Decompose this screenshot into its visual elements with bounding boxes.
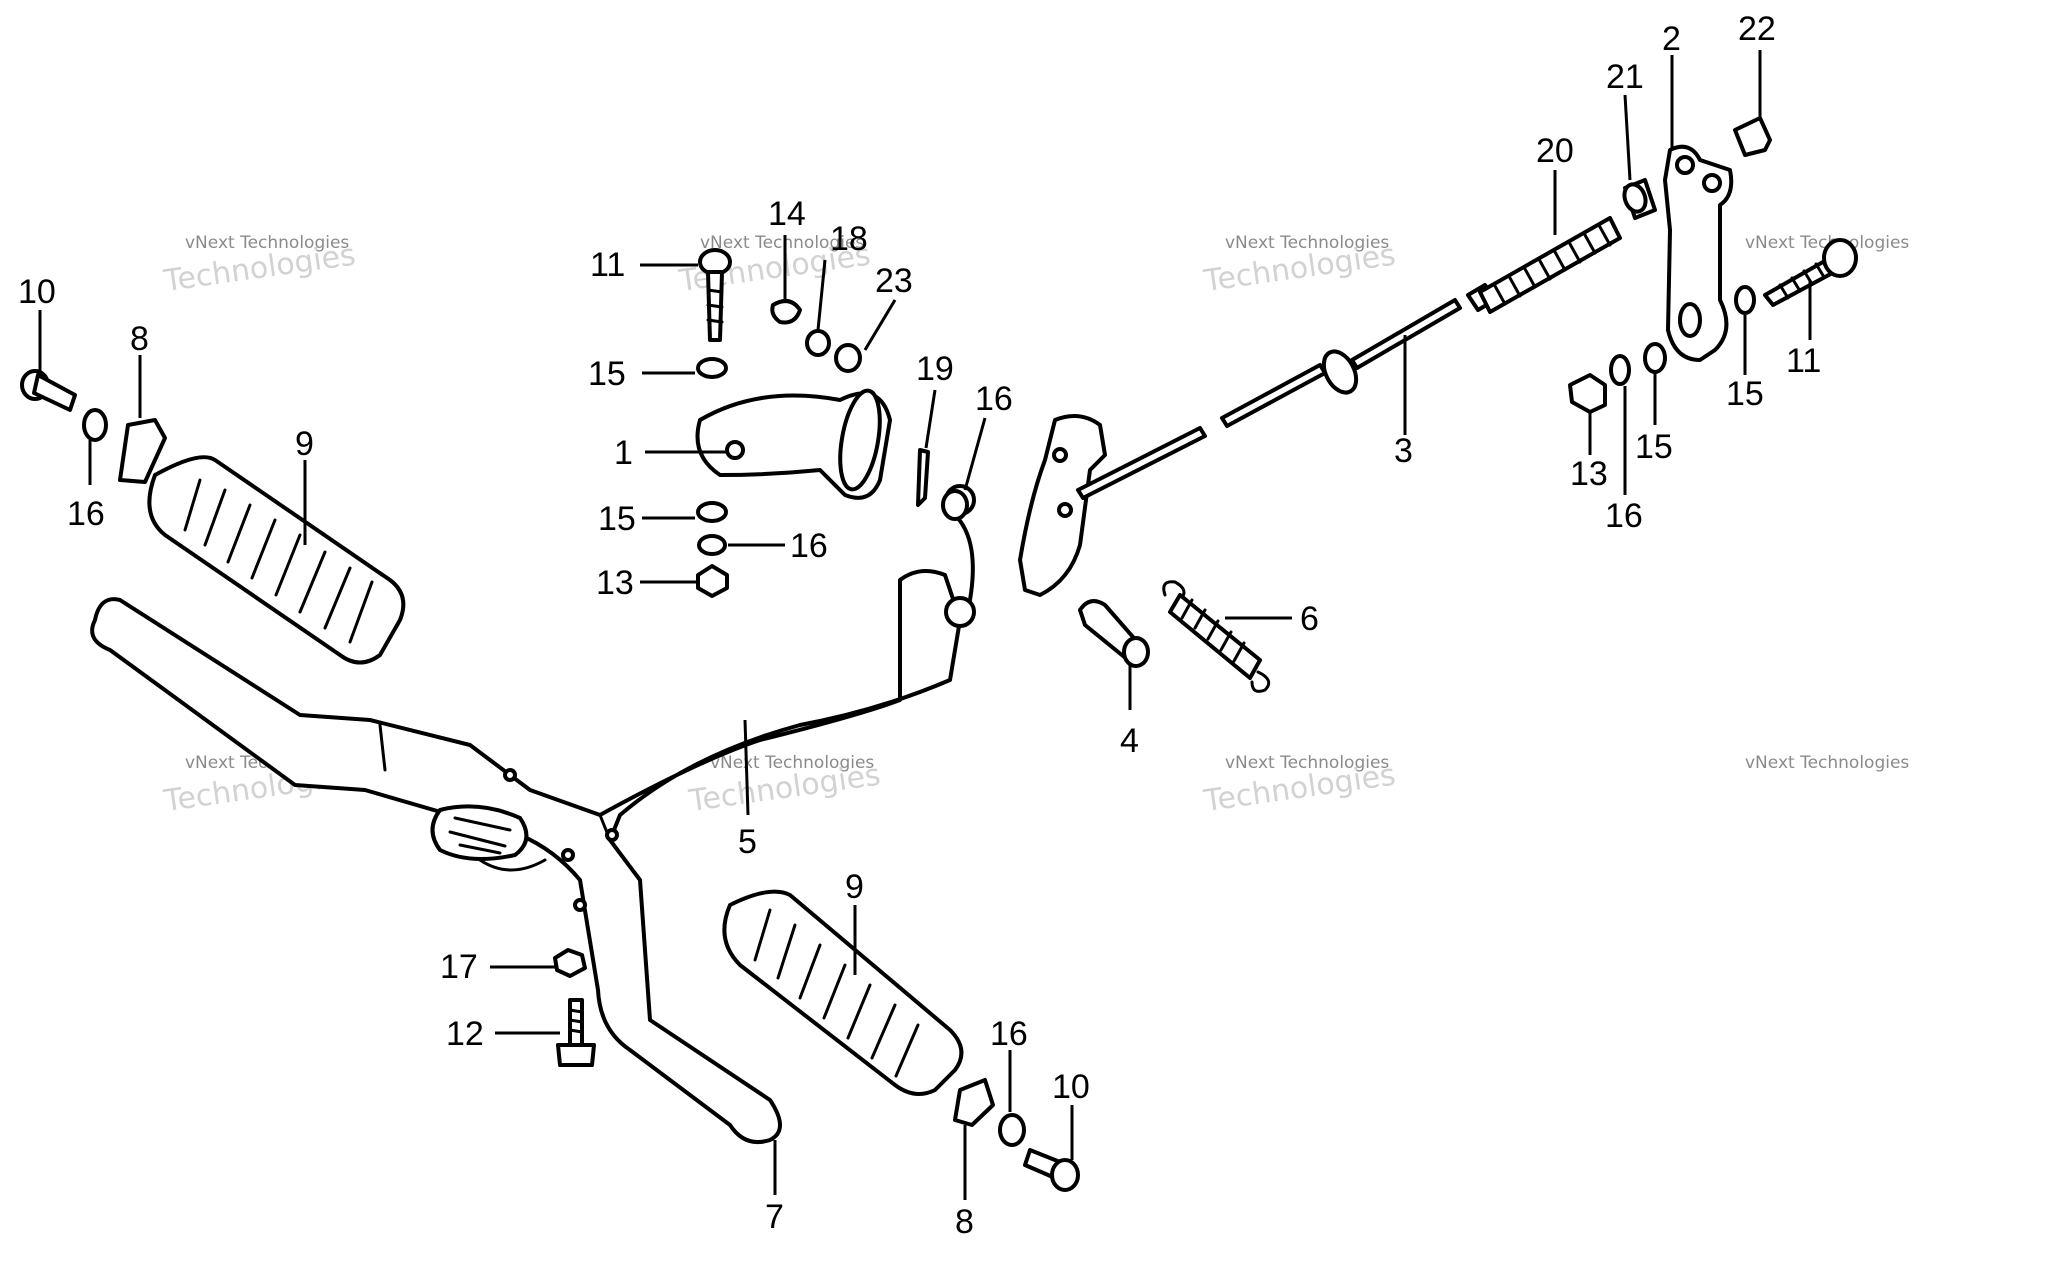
callout-5: 5 xyxy=(738,823,757,861)
callout-13: 13 xyxy=(1570,455,1608,493)
callout-17: 17 xyxy=(440,948,478,986)
cap-nut xyxy=(1733,116,1772,157)
callout-12: 12 xyxy=(446,1015,484,1053)
washer-16-far-left xyxy=(82,408,108,442)
nut-13-right xyxy=(1568,373,1607,414)
brake-rod xyxy=(1076,283,1497,500)
callout-16: 16 xyxy=(67,495,105,533)
washer-15-right-b xyxy=(1643,342,1667,374)
callout-15: 15 xyxy=(598,500,636,538)
bolt-right xyxy=(1763,238,1858,307)
watermark: Technologies vNext Technologies xyxy=(161,233,358,299)
callout-16: 16 xyxy=(990,1015,1028,1053)
callout-18: 18 xyxy=(830,220,868,258)
footpeg-bracket xyxy=(695,388,892,500)
brake-arm xyxy=(1663,144,1734,362)
cotter-pin xyxy=(770,299,802,325)
watermark: vNext Technologies xyxy=(1745,233,1909,253)
washer-16-arm xyxy=(941,489,969,521)
svg-text:vNext Technologies: vNext Technologies xyxy=(1745,233,1909,253)
callout-21: 21 xyxy=(1606,58,1644,96)
bolt-12 xyxy=(556,998,596,1067)
callout-11: 11 xyxy=(1786,342,1821,380)
pivot-plate xyxy=(1018,414,1107,597)
callout-10: 10 xyxy=(1052,1068,1090,1106)
callout-9: 9 xyxy=(295,425,314,463)
bolt-10-right xyxy=(1023,1148,1080,1192)
washer-15-right xyxy=(1734,285,1756,315)
brake-rod-spring xyxy=(1478,216,1622,314)
rod-joint xyxy=(1622,178,1657,220)
callout-10: 10 xyxy=(18,273,56,311)
callout-16: 16 xyxy=(975,380,1013,418)
washer-15-bottom xyxy=(696,501,728,523)
leader-lines xyxy=(38,50,1812,1200)
callout-3: 3 xyxy=(1394,432,1413,470)
callout-16: 16 xyxy=(790,527,828,565)
svg-text:vNext Technologies: vNext Technologies xyxy=(1225,753,1389,773)
callout-7: 7 xyxy=(765,1198,784,1236)
washer-23 xyxy=(834,343,862,373)
callouts: 10 8 16 9 11 14 18 23 15 1 15 16 13 19 1… xyxy=(18,10,1821,1241)
bracket-plate-8-right xyxy=(953,1078,995,1127)
callout-23: 23 xyxy=(875,262,913,300)
washer-16-right xyxy=(1609,354,1631,386)
callout-22: 22 xyxy=(1738,10,1776,48)
callout-19: 19 xyxy=(916,350,954,388)
callout-15: 15 xyxy=(1635,428,1673,466)
bracket-plate-8-left xyxy=(118,418,167,484)
svg-text:vNext Technologies: vNext Technologies xyxy=(700,233,864,253)
svg-text:vNext Technologies: vNext Technologies xyxy=(185,233,349,253)
washer-16-lower xyxy=(998,1113,1026,1147)
callout-14: 14 xyxy=(768,195,806,233)
callout-2: 2 xyxy=(1662,20,1681,58)
callout-8: 8 xyxy=(130,320,149,358)
return-spring xyxy=(1162,580,1271,693)
nut-13-left xyxy=(696,564,729,598)
bolt-10-left xyxy=(20,369,77,412)
callout-9: 9 xyxy=(845,868,864,906)
callout-15: 15 xyxy=(588,355,626,393)
svg-text:vNext Technologies: vNext Technologies xyxy=(1225,233,1389,253)
footpeg-rubber-left xyxy=(147,455,406,665)
callout-11: 11 xyxy=(590,246,625,284)
callout-1: 1 xyxy=(614,434,633,472)
cotter-pin-19 xyxy=(916,448,930,507)
bolt-left xyxy=(698,248,732,342)
pivot-pin xyxy=(1078,599,1150,668)
footpeg-rubber-right xyxy=(722,889,964,1096)
callout-4: 4 xyxy=(1120,722,1139,760)
svg-text:vNext Technologies: vNext Technologies xyxy=(710,753,874,773)
watermark: Technologies vNext Technologies xyxy=(1201,233,1398,299)
watermark: Technologies vNext Technologies xyxy=(1201,753,1398,819)
washer-18 xyxy=(805,329,831,357)
brake-pedal-pad xyxy=(430,804,547,872)
washer-16-left xyxy=(697,534,727,556)
callout-8: 8 xyxy=(955,1203,974,1241)
washer-15-top xyxy=(696,357,728,379)
main-footrest-bar xyxy=(90,569,962,1145)
callout-13: 13 xyxy=(596,564,634,602)
callout-15: 15 xyxy=(1726,375,1764,413)
watermark: Technologies vNext Technologies xyxy=(686,753,883,819)
callout-6: 6 xyxy=(1300,600,1319,638)
svg-text:vNext Technologies: vNext Technologies xyxy=(1745,753,1909,773)
callout-20: 20 xyxy=(1536,132,1574,170)
callout-16: 16 xyxy=(1605,497,1643,535)
watermark: vNext Technologies xyxy=(1745,753,1909,773)
nut-17 xyxy=(553,948,587,978)
